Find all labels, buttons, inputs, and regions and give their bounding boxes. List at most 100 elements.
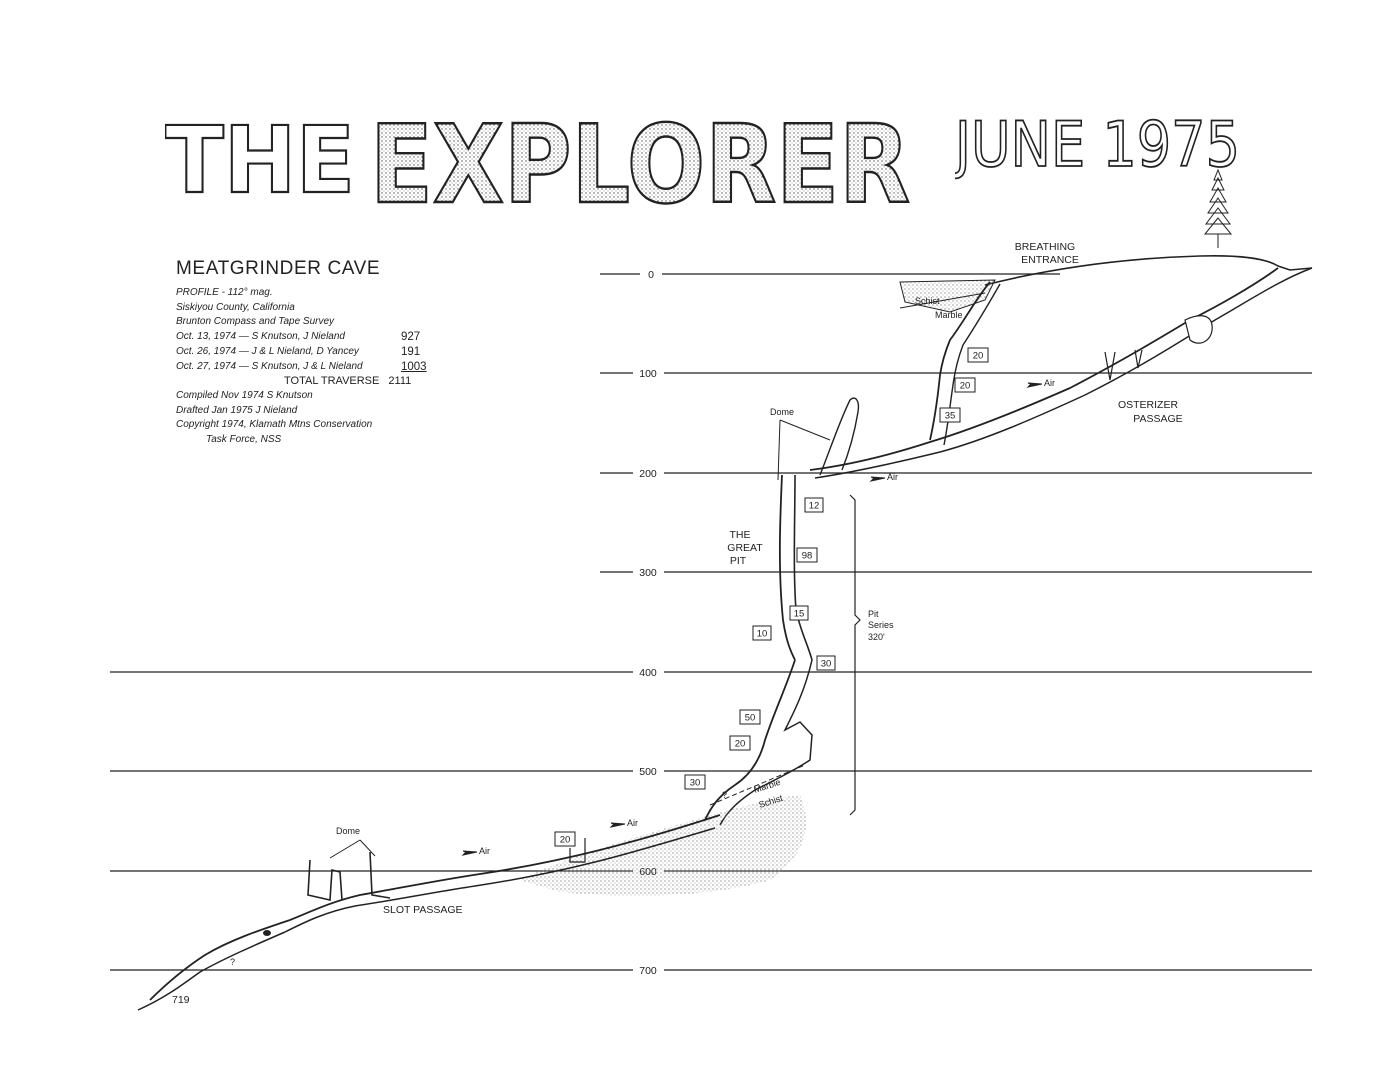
dome-lower-shafts xyxy=(307,851,391,901)
airflow-arrow-osterizer xyxy=(1026,382,1043,388)
marble-schist-contact-lower xyxy=(709,764,806,806)
dome-upper-shaft xyxy=(819,397,860,476)
label-bottom-depth: 719 xyxy=(172,994,190,1006)
osterizer-alcove xyxy=(1184,315,1213,344)
survey-method: Brunton Compass and Tape Survey xyxy=(176,316,335,328)
label-question-pit: ? xyxy=(722,790,727,800)
trip-1-distance: 927 xyxy=(401,331,421,344)
drop-box-10 xyxy=(729,735,751,751)
profile-line: PROFILE - 112° mag. xyxy=(176,287,273,298)
drop-box-4 xyxy=(804,497,824,513)
survey-legend: MEATGRINDER CAVE PROFILE - 112° mag. Sis… xyxy=(176,258,446,448)
drop-label-11: 30 xyxy=(690,778,701,789)
depth-label-100: 100 xyxy=(639,368,657,380)
depth-label-0: 0 xyxy=(648,269,654,281)
depth-label-500: 500 xyxy=(639,766,657,778)
great-pit-wall-left xyxy=(778,474,796,661)
trip-3-distance: 1003 xyxy=(401,360,427,373)
total-traverse-value: 2111 xyxy=(388,375,412,388)
label-air-dome: Air xyxy=(479,846,490,856)
label-osterizer: OSTERIZER xyxy=(1118,399,1179,411)
drop-box-6 xyxy=(789,605,809,621)
pit-series-wall-right xyxy=(719,659,813,826)
copyright-line-1: Copyright 1974, Klamath Mtns Conservatio… xyxy=(176,419,373,431)
drop-label-4: 12 xyxy=(809,501,820,512)
label-schist-upper: Schist xyxy=(915,296,940,306)
compiled-credit: Compiled Nov 1974 S Knutson xyxy=(176,389,313,401)
terminal-passage-rock xyxy=(263,930,271,936)
drop-label-1: 20 xyxy=(973,351,984,362)
airflow-arrow-lower xyxy=(609,822,626,828)
label-dome-lower: Dome xyxy=(336,826,360,836)
depth-label-700: 700 xyxy=(639,965,657,977)
label-pit-series-3: 320' xyxy=(868,632,885,642)
drop-label-6: 15 xyxy=(794,609,805,620)
label-great: GREAT xyxy=(727,542,763,554)
survey-trip-1: Oct. 13, 1974 — S Knutson, J Nieland 927 xyxy=(176,330,446,345)
label-dome-upper: Dome xyxy=(770,407,794,417)
drop-box-11 xyxy=(684,774,706,790)
terminal-passage-roof xyxy=(149,919,291,1001)
issue-date-text: JUNE 1975 xyxy=(955,108,1240,181)
label-osterizer-passage: PASSAGE xyxy=(1133,413,1182,425)
drop-label-7: 10 xyxy=(757,629,768,640)
label-marble-lower: Marble xyxy=(753,777,782,795)
total-traverse-label: TOTAL TRAVERSE xyxy=(284,375,380,388)
profile-labels: BREATHING ENTRANCE Schist Marble OSTERIZ… xyxy=(172,241,1183,1006)
depth-label-200: 200 xyxy=(639,468,657,480)
drop-label-10: 20 xyxy=(735,739,746,750)
county-line: Siskiyou County, California xyxy=(176,301,295,313)
drop-box-9 xyxy=(739,709,761,725)
airflow-arrow-200 xyxy=(869,476,886,482)
drop-box-5 xyxy=(796,547,818,563)
label-pit-series-1: Pit xyxy=(868,609,879,619)
osterizer-domes xyxy=(1104,349,1143,381)
ground-surface xyxy=(984,255,1313,286)
drop-20-lower-step xyxy=(569,838,586,863)
osterizer-passage-floor xyxy=(814,267,1313,479)
depth-label-400: 400 xyxy=(639,667,657,679)
dome-upper-pointer-2 xyxy=(779,419,831,441)
osterizer-passage-roof xyxy=(809,267,1279,471)
label-the: THE xyxy=(730,529,751,541)
depth-label-300: 300 xyxy=(639,567,657,579)
drop-label-9: 50 xyxy=(745,713,756,724)
pit-series-wall-left xyxy=(704,659,796,821)
trip-2-text: Oct. 26, 1974 — J & L Nieland, D Yancey xyxy=(176,345,359,357)
drop-box-2 xyxy=(954,377,976,393)
drop-box-8 xyxy=(816,655,836,671)
cave-name: MEATGRINDER CAVE xyxy=(176,258,381,279)
label-air-200: Air xyxy=(887,472,898,482)
great-pit-wall-right xyxy=(793,474,813,661)
lower-passage-floor xyxy=(284,827,716,933)
dome-upper-pointer-1 xyxy=(777,419,781,481)
dome-lower-pointers xyxy=(329,839,376,859)
drop-boxes: 20 20 35 12 98 15 10 30 50 20 30 20 xyxy=(554,347,989,847)
tree-icon xyxy=(1203,168,1233,248)
trip-2-distance: 191 xyxy=(401,345,421,358)
survey-trip-3: Oct. 27, 1974 — S Knutson, J & L Nieland… xyxy=(176,360,446,375)
masthead-explorer: EXPLORER xyxy=(370,103,910,222)
pit-series-bracket xyxy=(849,494,861,816)
issue-date: JUNE 1975 xyxy=(951,104,1245,184)
drop-label-12: 20 xyxy=(560,835,571,846)
airflow-arrows xyxy=(461,382,1043,856)
drop-box-12 xyxy=(554,831,576,847)
label-question-terminal: ? xyxy=(230,957,235,967)
masthead-title: THE EXPLORER xyxy=(164,92,925,229)
drop-label-8: 30 xyxy=(821,659,832,670)
drop-label-3: 35 xyxy=(945,411,956,422)
airflow-arrow-dome xyxy=(461,850,478,856)
total-traverse: TOTAL TRAVERSE 2111 xyxy=(176,374,446,389)
drafted-credit: Drafted Jan 1975 J Nieland xyxy=(176,404,298,416)
lower-passage-roof xyxy=(289,814,721,921)
terminal-passage-floor xyxy=(137,931,286,1011)
label-entrance: ENTRANCE xyxy=(1021,254,1079,266)
schist-zone-lower xyxy=(520,795,806,896)
drop-label-5: 98 xyxy=(802,551,813,562)
label-marble-upper: Marble xyxy=(935,310,963,320)
label-pit: PIT xyxy=(730,555,747,567)
label-air-osterizer: Air xyxy=(1044,378,1055,388)
